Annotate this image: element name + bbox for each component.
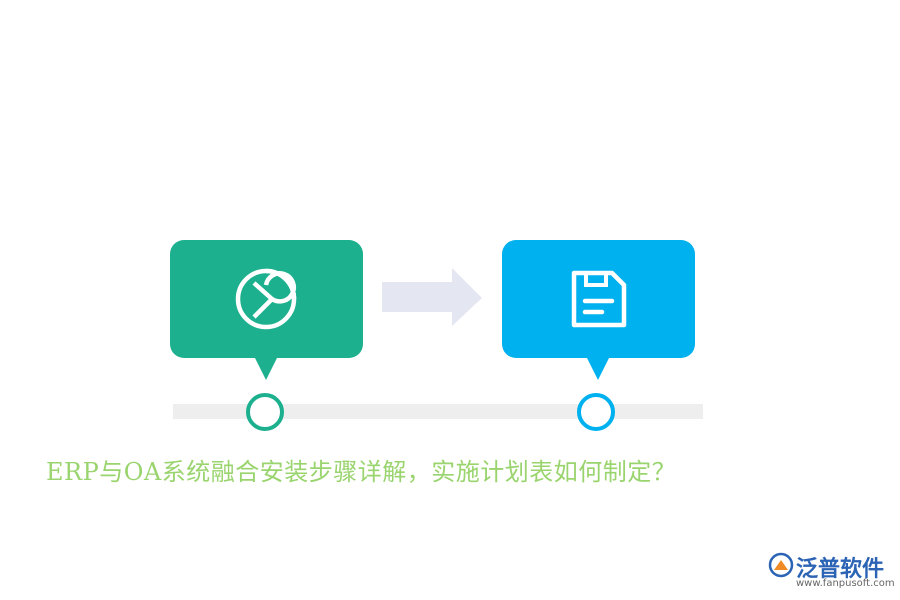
right-arrow-icon xyxy=(382,268,482,326)
page-title: ERP与OA系统融合安装步骤详解，实施计划表如何制定？ xyxy=(46,458,677,486)
save-disk-icon xyxy=(571,270,627,328)
step-card-2 xyxy=(502,240,695,380)
brand-name: 泛普软件 xyxy=(796,557,885,582)
brand-url: www.fanpusoft.com xyxy=(796,578,895,589)
card-pointer xyxy=(254,356,278,380)
timeline-track xyxy=(173,404,703,419)
timeline-node-2 xyxy=(577,393,615,431)
step-card-1 xyxy=(170,240,363,380)
brand-logo[interactable]: 泛普软件 www.fanpusoft.com xyxy=(768,550,898,598)
timeline-node-1 xyxy=(246,393,284,431)
fanpu-logo-icon xyxy=(768,552,794,578)
pie-chart-icon xyxy=(235,268,297,330)
card-pointer xyxy=(586,356,610,380)
